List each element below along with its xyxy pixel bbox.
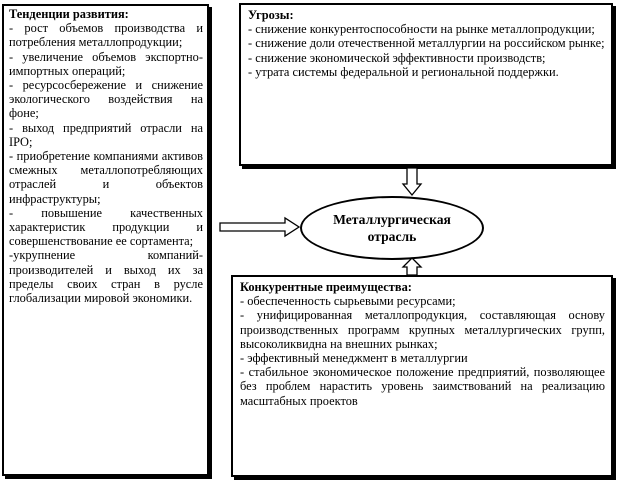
tendency-item: - выход предприятий отрасли на IPO; (9, 120, 203, 149)
arrow-down-icon (401, 167, 423, 197)
threat-item: - снижение доли отечественной металлурги… (248, 36, 605, 51)
threat-item: - утрата системы федеральной и региональ… (248, 64, 559, 79)
tendency-item: - приобретение компаниями активов смежны… (9, 149, 203, 206)
threats-title: Угрозы: (248, 8, 294, 22)
advantage-item: - стабильное экономическое положение пре… (240, 365, 605, 408)
tendencies-box: Тенденции развития: - рост объемов произ… (2, 4, 209, 476)
threat-item: - снижение экономической эффективности п… (248, 50, 546, 65)
center-oval: Металлургическая отрасль (300, 196, 484, 260)
threats-box: Угрозы: - снижение конкурентоспособности… (239, 3, 613, 166)
advantage-item: - эффективный менеджмент в металлургии (240, 351, 468, 366)
advantage-item: - унифицированная металлопродукция, сост… (240, 308, 605, 351)
advantage-item: - обеспеченность сырьевыми ресурсами; (240, 294, 456, 309)
tendency-item: - повышение качественных характеристик п… (9, 205, 203, 249)
center-label: Металлургическая отрасль (333, 212, 451, 244)
arrow-up-icon (401, 257, 423, 276)
arrow-right-icon (219, 216, 301, 238)
tendency-item: - ресурсосбережение и снижение экологиче… (9, 78, 203, 121)
tendencies-title: Тенденции развития: (9, 7, 129, 21)
tendency-item: - рост объемов производства и потреблени… (9, 21, 203, 50)
threat-item: - снижение конкурентоспособности на рынк… (248, 22, 595, 37)
tendency-item: - увеличение объемов экспортно-импортных… (9, 49, 203, 78)
tendency-item: -укрупнение компаний-производителей и вы… (9, 248, 203, 306)
advantages-title: Конкурентные преимущества: (240, 280, 412, 294)
advantages-box: Конкурентные преимущества: - обеспеченно… (231, 275, 613, 477)
